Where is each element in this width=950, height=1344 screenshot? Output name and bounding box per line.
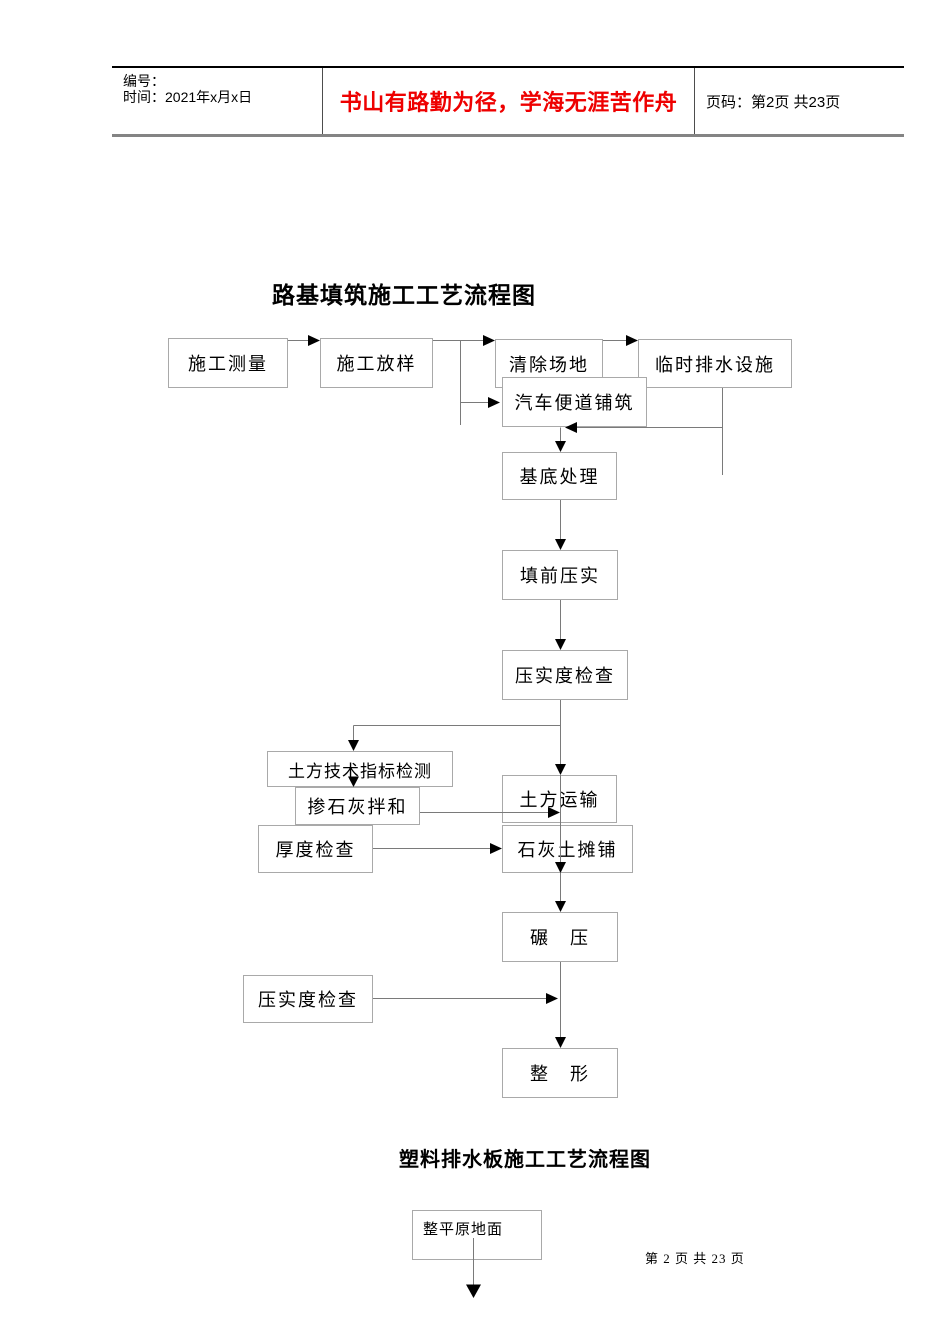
page-header-table: 编号： 时间：2021年x月x日 书山有路勤为径，学海无涯苦作舟 页码：第2页 … bbox=[112, 66, 904, 137]
arrow-down-icon bbox=[555, 539, 566, 550]
header-page-label: 页码：第2页 共23页 bbox=[706, 93, 841, 111]
header-cell-page: 页码：第2页 共23页 bbox=[694, 68, 904, 134]
arrow-right-icon bbox=[490, 843, 502, 854]
node-compaction-check-1: 压实度检查 bbox=[502, 650, 628, 700]
node-earth-transport: 土方运输 bbox=[502, 775, 617, 823]
node-rolling: 碾 压 bbox=[502, 912, 618, 962]
arrow-down-icon bbox=[348, 740, 359, 751]
arrow-right-icon bbox=[488, 397, 500, 408]
node-lime-soil-paving: 石灰土摊铺 bbox=[502, 825, 633, 873]
node-earthwork-index-test: 土方技术指标检测 bbox=[267, 751, 453, 787]
header-cell-slogan: 书山有路勤为径，学海无涯苦作舟 bbox=[322, 68, 694, 134]
node-lime-mixing: 掺石灰拌和 bbox=[295, 787, 420, 825]
header-cell-number-date: 编号： 时间：2021年x月x日 bbox=[112, 68, 322, 134]
arrow-down-icon bbox=[555, 764, 566, 775]
arrow-right-icon bbox=[626, 335, 638, 346]
page-number-footer: 第 2 页 共 23 页 bbox=[645, 1251, 745, 1266]
node-vehicle-road-paving: 汽车便道铺筑 bbox=[502, 377, 647, 427]
header-slogan: 书山有路勤为径，学海无涯苦作舟 bbox=[339, 90, 678, 115]
arrow-down-icon bbox=[466, 1284, 481, 1298]
node-temporary-drainage: 临时排水设施 bbox=[638, 339, 792, 388]
node-thickness-check: 厚度检查 bbox=[258, 825, 373, 873]
arrow-right-icon bbox=[483, 335, 495, 346]
node-level-original-ground: 整平原地面 bbox=[412, 1210, 542, 1260]
node-compaction-check-2: 压实度检查 bbox=[243, 975, 373, 1023]
arrow-down-icon bbox=[555, 1037, 566, 1048]
flowchart1-title: 路基填筑施工工艺流程图 bbox=[272, 282, 536, 308]
header-number-label: 编号： bbox=[123, 73, 165, 89]
arrow-right-icon bbox=[546, 993, 558, 1004]
arrow-right-icon bbox=[308, 335, 320, 346]
node-pre-fill-compaction: 填前压实 bbox=[502, 550, 618, 600]
node-shaping: 整 形 bbox=[502, 1048, 618, 1098]
node-base-treatment: 基底处理 bbox=[502, 452, 617, 500]
node-construction-survey: 施工测量 bbox=[168, 338, 288, 388]
header-date-label: 时间：2021年x月x日 bbox=[123, 89, 253, 105]
flowchart2-title: 塑料排水板施工工艺流程图 bbox=[399, 1149, 651, 1171]
arrow-down-icon bbox=[555, 639, 566, 650]
arrow-down-icon bbox=[555, 441, 566, 452]
arrow-down-icon bbox=[555, 901, 566, 912]
node-construction-setting-out: 施工放样 bbox=[320, 338, 433, 388]
